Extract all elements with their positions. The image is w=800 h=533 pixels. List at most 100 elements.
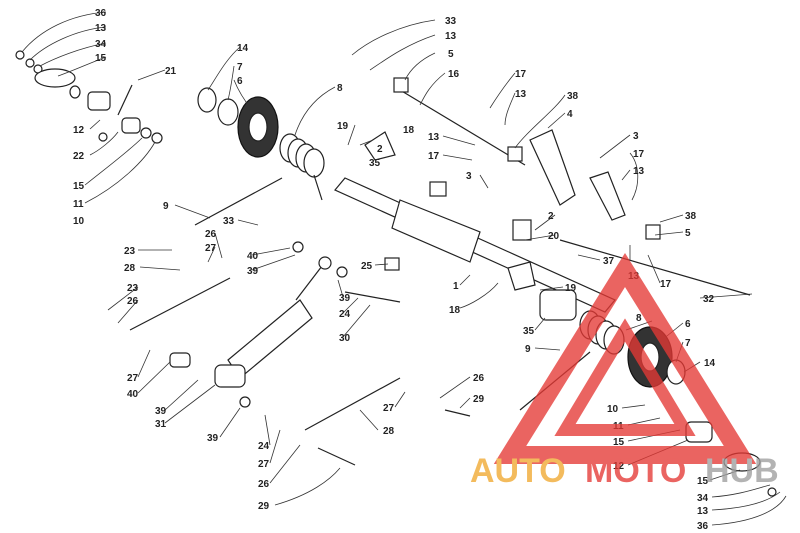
link-4b <box>589 171 626 221</box>
tie-rod-28b <box>304 377 401 431</box>
watermark-hub: HUB <box>705 452 779 490</box>
washer-10 <box>140 127 152 139</box>
callout-16: 16 <box>448 69 460 80</box>
watermark-moto: MOTO <box>585 452 686 490</box>
callout-6-top: 6 <box>237 76 243 87</box>
callout-10-lower: 10 <box>607 404 619 415</box>
callout-26-left: 26 <box>205 229 217 240</box>
callout-29-bottom: 29 <box>258 501 270 512</box>
callout-32: 32 <box>703 294 715 305</box>
callout-13-center: 13 <box>428 132 440 143</box>
callout-13-right: 13 <box>633 166 645 177</box>
bushing-40 <box>292 241 304 253</box>
callout-40-top: 40 <box>247 251 259 262</box>
callout-17-center: 17 <box>428 151 440 162</box>
callout-33-left: 33 <box>223 216 235 227</box>
washer-39c <box>239 396 251 408</box>
callout-38-right: 38 <box>685 211 697 222</box>
bolt-head-36 <box>15 50 25 60</box>
callout-37: 37 <box>603 256 615 267</box>
sleeve-35 <box>539 289 577 321</box>
callout-13-upper: 13 <box>445 31 457 42</box>
callout-5-right: 5 <box>685 228 691 239</box>
automotohub-watermark: AUTO MOTO HUB <box>470 252 779 490</box>
callout-7-lower: 7 <box>685 338 691 349</box>
callout-17-lower: 17 <box>660 279 672 290</box>
spacer-38b <box>645 224 661 240</box>
callout-18-top: 18 <box>403 125 415 136</box>
callout-27-lower: 27 <box>127 373 139 384</box>
callout-27-left: 27 <box>205 243 217 254</box>
callout-23-left: 23 <box>127 283 139 294</box>
bushing-2 <box>512 219 532 241</box>
bushing-40b <box>169 352 191 368</box>
callout-11-left: 11 <box>73 199 84 210</box>
bushing-2a <box>429 181 447 197</box>
link-4 <box>529 129 576 206</box>
callout-2-right: 2 <box>548 211 554 222</box>
block-18 <box>364 131 396 161</box>
callout-10-left: 10 <box>73 216 85 227</box>
bolt-21 <box>117 84 133 116</box>
callout-22: 22 <box>73 151 85 162</box>
callout-23-top: 23 <box>124 246 136 257</box>
callout-13-top: 13 <box>95 23 107 34</box>
callout-34-bottom: 34 <box>697 493 709 504</box>
callout-25: 25 <box>361 261 373 272</box>
bearing-14 <box>197 87 217 113</box>
callout-3-right: 3 <box>633 131 639 142</box>
callout-24-bottom: 24 <box>258 441 270 452</box>
nut-part <box>69 85 81 99</box>
bolt-29b <box>317 447 356 466</box>
callout-13-bottom: 13 <box>697 506 709 517</box>
callout-30: 30 <box>339 333 351 344</box>
watermark-triangle-logo <box>493 252 757 464</box>
callout-15-top: 15 <box>95 53 107 64</box>
callout-4: 4 <box>567 109 573 120</box>
callout-24-top: 24 <box>339 309 351 320</box>
callout-13-mid: 13 <box>515 89 527 100</box>
bushing-11 <box>121 117 141 134</box>
callout-21: 21 <box>165 66 177 77</box>
callout-9-top: 9 <box>163 201 169 212</box>
callout-19-right: 19 <box>565 283 577 294</box>
washer-39 <box>336 266 348 278</box>
callout-15-lower: 15 <box>613 437 625 448</box>
callout-19-top: 19 <box>337 121 349 132</box>
torsion-spring-top <box>279 133 325 201</box>
watermark-auto: AUTO <box>470 452 566 490</box>
tie-rod-28a <box>129 277 231 331</box>
rod-16 <box>399 89 526 166</box>
callout-9-lower: 9 <box>525 344 531 355</box>
callout-36-top: 36 <box>95 8 107 19</box>
callout-15-bottom: 15 <box>697 476 709 487</box>
bolt-head-36b <box>767 487 777 497</box>
callout-2-top: 2 <box>377 144 383 155</box>
callout-35-lower: 35 <box>523 326 535 337</box>
callout-14-lower: 14 <box>704 358 716 369</box>
callout-5-top: 5 <box>448 49 454 60</box>
callout-17-right: 17 <box>633 149 645 160</box>
callout-17-top: 17 <box>515 69 527 80</box>
bolt-30 <box>344 291 401 303</box>
callout-8-lower: 8 <box>636 313 642 324</box>
callout-38-top: 38 <box>567 91 579 102</box>
bolt-29a <box>444 409 471 417</box>
callout-27-right: 27 <box>383 403 395 414</box>
callout-27-bottom: 27 <box>258 459 270 470</box>
callout-14-top: 14 <box>237 43 249 54</box>
callout-33-top: 33 <box>445 16 457 27</box>
washer-10b <box>151 132 163 144</box>
callout-39-mid: 39 <box>339 293 351 304</box>
bushing-12 <box>87 91 111 111</box>
callout-26-right: 26 <box>473 373 485 384</box>
callout-8-top: 8 <box>337 83 343 94</box>
rod-32 <box>559 239 751 296</box>
callout-28-right: 28 <box>383 426 395 437</box>
callout-31: 31 <box>155 419 167 430</box>
callout-18-lower: 18 <box>449 305 461 316</box>
callout-39-top: 39 <box>247 266 259 277</box>
callout-29-right: 29 <box>473 394 485 405</box>
